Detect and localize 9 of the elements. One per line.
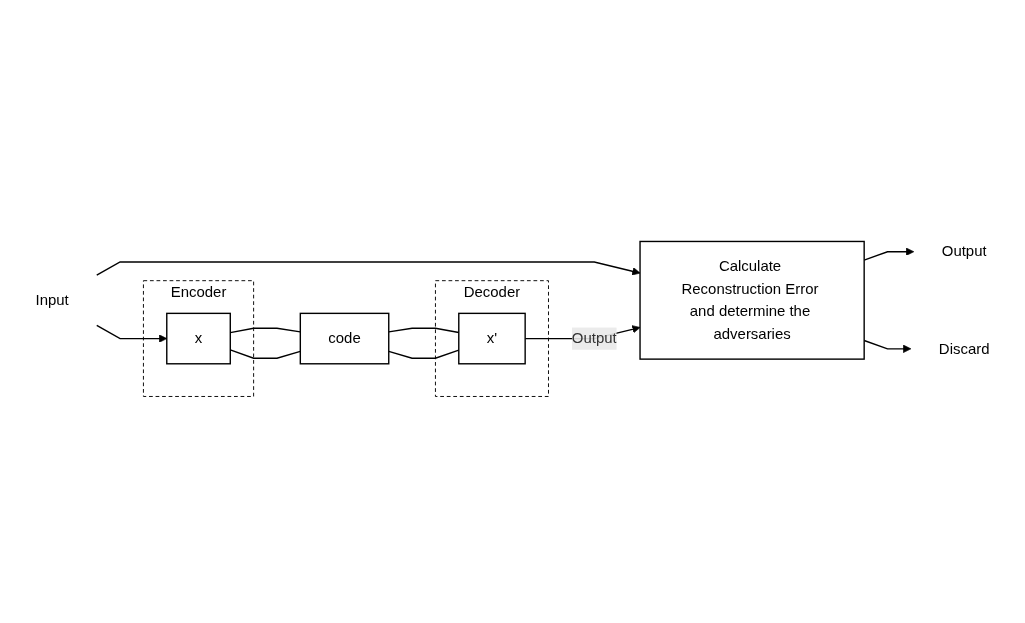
- node-text: Discard: [938, 340, 990, 357]
- node-box: Calculate Reconstruction Error and determine the adversaries: [639, 240, 865, 360]
- node-box: x: [166, 312, 231, 365]
- node-box: x': [458, 312, 526, 365]
- node-text: Input: [35, 291, 69, 308]
- node-text: Output: [941, 243, 987, 260]
- arrow: [96, 261, 641, 276]
- edge-label: Output: [571, 330, 617, 347]
- node-box: code: [299, 312, 390, 365]
